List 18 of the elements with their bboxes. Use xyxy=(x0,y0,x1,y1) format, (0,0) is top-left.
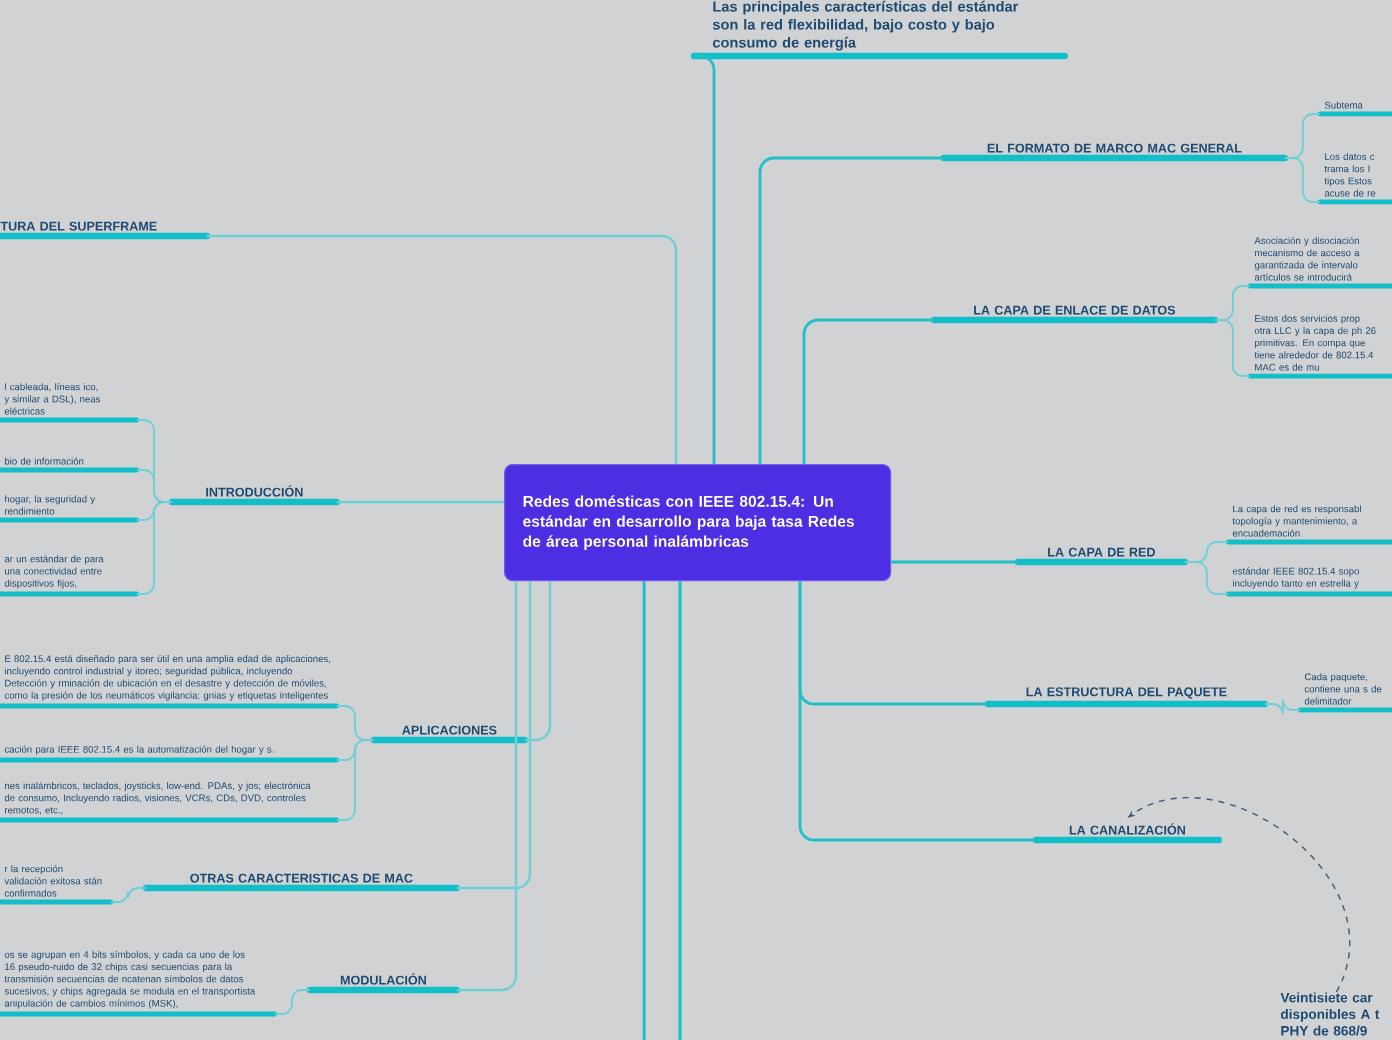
connector-line xyxy=(524,581,552,742)
connector-line xyxy=(109,887,147,903)
connector-line xyxy=(802,318,934,464)
connector-line xyxy=(206,234,678,464)
connector-line xyxy=(1263,699,1301,715)
connector-line xyxy=(678,581,682,1040)
connector-line xyxy=(891,560,1018,564)
connector-line xyxy=(798,581,1036,842)
connector-line xyxy=(456,581,518,992)
connector-line xyxy=(694,54,716,464)
connector-line xyxy=(758,156,944,464)
connector-line xyxy=(1283,157,1321,203)
connector-line xyxy=(456,581,532,890)
connector-line xyxy=(273,989,311,1015)
connector-line xyxy=(1183,561,1229,595)
connector-line xyxy=(642,581,646,1040)
connector-line xyxy=(336,500,504,504)
connector-line xyxy=(335,739,375,821)
